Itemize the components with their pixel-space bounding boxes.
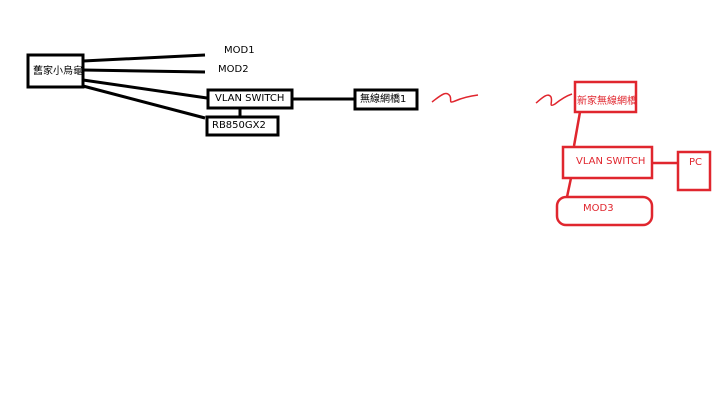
new-home-group	[555, 80, 712, 227]
link-newbridge-vlan	[572, 111, 582, 147]
link-vlan-mod3	[565, 177, 573, 198]
link-hub-rb850	[82, 84, 206, 120]
vlan-switch-new-box	[561, 145, 654, 180]
link-hub-mod1	[82, 53, 206, 63]
vlan-switch-old-label: VLAN SWITCH	[215, 93, 285, 104]
squiggle-left	[431, 92, 479, 103]
new-wireless-bridge-label: 新家無線網橋	[577, 96, 637, 107]
mod3-box	[555, 195, 654, 227]
link-hub-mod2	[82, 68, 206, 74]
new-wireless-bridge-box	[573, 80, 638, 114]
wireless-bridge-1-box	[353, 88, 419, 111]
pc-label: PC	[689, 157, 703, 168]
old-hub-label: 舊家小烏龜	[33, 66, 83, 77]
old-home-group	[26, 53, 419, 137]
mod1-label: MOD1	[224, 45, 255, 56]
vlan-switch-new-label: VLAN SWITCH	[576, 156, 646, 167]
link-hub-vlan-switch	[82, 78, 208, 100]
wireless-link-squiggles	[431, 92, 573, 107]
mod2-label: MOD2	[218, 64, 249, 75]
rb850-label: RB850GX2	[212, 120, 266, 131]
squiggle-right	[535, 93, 573, 107]
rb850-box	[205, 115, 280, 137]
old-hub-box	[26, 53, 85, 89]
mod3-label: MOD3	[583, 203, 614, 214]
pc-box	[676, 150, 712, 192]
vlan-switch-old-box	[206, 88, 294, 110]
wireless-bridge-1-label: 無線網橋1	[360, 94, 407, 105]
